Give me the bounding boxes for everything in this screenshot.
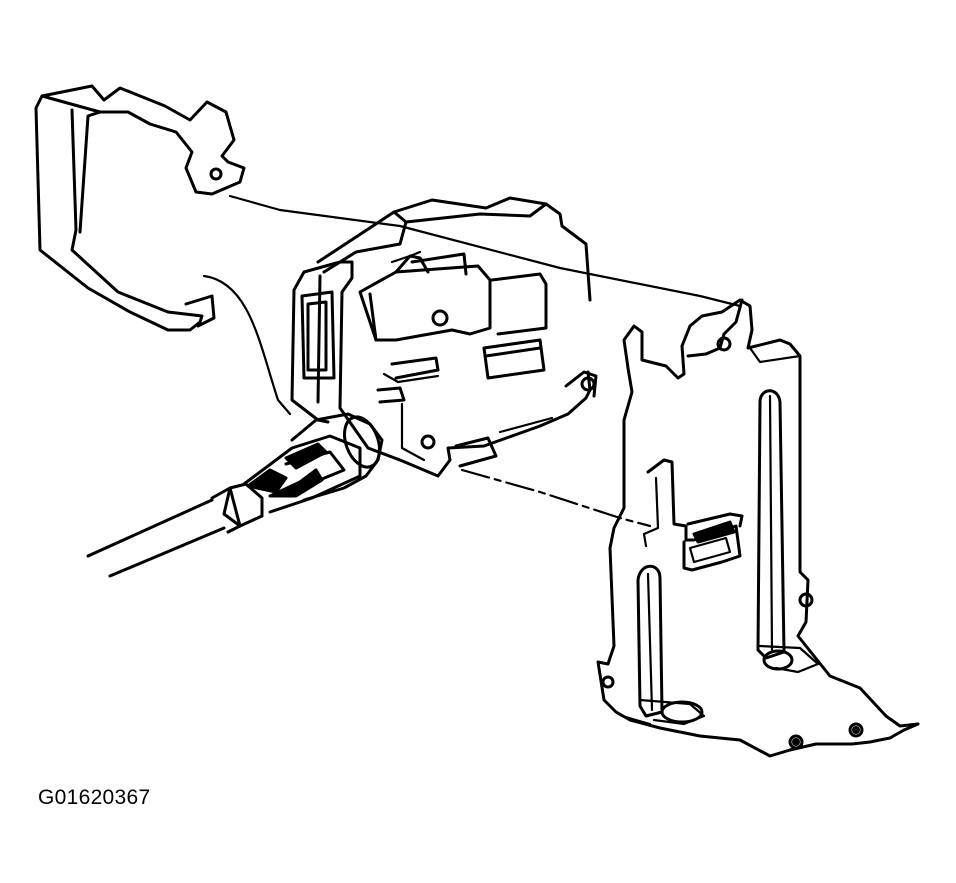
shield-cover-panel: [34, 84, 246, 332]
mounting-bracket: [596, 298, 920, 758]
alignment-line-lower: [460, 468, 652, 528]
figure-id-label: G01620367: [38, 786, 151, 809]
harness-wire: [86, 498, 214, 558]
alignment-line-left: [202, 274, 292, 416]
harness-connector: [210, 412, 384, 534]
harness-wire-lower-edge: [108, 526, 226, 578]
alignment-line-upper: [228, 194, 742, 308]
control-module: [290, 196, 598, 478]
